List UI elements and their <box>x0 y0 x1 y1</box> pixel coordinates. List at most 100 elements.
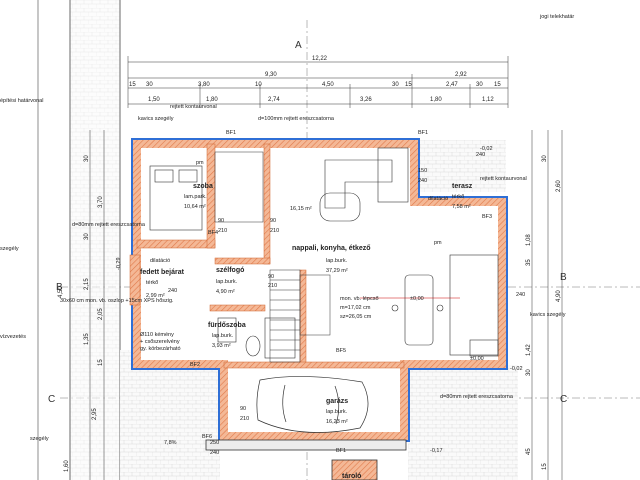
dim-left-8: 15 <box>98 359 104 366</box>
note-pm2: pm <box>434 240 442 246</box>
bottom-elements <box>205 439 407 480</box>
room-tarolo-name: tároló <box>342 473 361 480</box>
note-kemeny-3: gy. körbezárható <box>140 346 181 352</box>
dim-top-8: 2,47 <box>446 82 458 88</box>
room-szoba-floor: lam.park. <box>184 194 207 200</box>
bed <box>149 165 203 231</box>
dim-right-2: 2,60 <box>556 180 562 192</box>
dim-top-10: 15 <box>494 82 501 88</box>
room-szelfogo-floor: lap.burk. <box>216 279 238 285</box>
dim-top-7: 15 <box>405 82 412 88</box>
dim-top-6: 30 <box>392 82 399 88</box>
door-dim-3: 90 <box>270 218 276 224</box>
paving-left <box>120 350 220 480</box>
site-boundary-left <box>37 0 121 480</box>
note-kemeny-2: + csőszerelvény <box>140 339 180 345</box>
room-furdo-area: 3,93 m² <box>212 343 231 349</box>
room-bejarat-area: 2,99 m² <box>146 293 165 299</box>
wardrobe <box>214 151 264 223</box>
paving-right <box>408 365 518 480</box>
room-living-small-area: 16,15 m² <box>290 206 312 212</box>
door-dim-10: 240 <box>516 292 525 298</box>
note-kavics-2: kavics szegély <box>530 312 566 318</box>
dim-top-9: 30 <box>476 82 483 88</box>
dim-left-9: 2,95 <box>92 408 98 420</box>
dim-right-9: 15 <box>542 463 548 470</box>
dim-top-4: 10 <box>255 82 262 88</box>
note-m002b: -0,02 <box>510 366 523 372</box>
dim-right-4: 35 <box>526 259 532 266</box>
room-szelfogo-name: szélfogó <box>216 267 244 274</box>
note-level0b: ±0,00 <box>470 356 484 362</box>
room-garazs-area: 16,23 m² <box>326 419 348 425</box>
room-terasz-area: 7,58 m² <box>452 204 471 210</box>
dim-right-7: 30 <box>526 369 532 376</box>
dim-right-5: 4,90 <box>556 290 562 302</box>
dim-row2-1: 1,50 <box>148 97 160 103</box>
overall-dim: 12,22 <box>312 56 328 62</box>
room-szoba-area: 10,64 m² <box>184 204 206 210</box>
dim-left-7: 1,35 <box>84 333 90 345</box>
dim-left-5: 2,15 <box>84 278 90 290</box>
dim-left-3: 30 <box>84 233 90 240</box>
dim-right-1: 30 <box>542 155 548 162</box>
door-dim-6: 240 <box>418 178 427 184</box>
terrace <box>418 140 506 192</box>
room-szoba-name: szoba <box>193 183 213 190</box>
axis-a-label: A <box>295 40 302 51</box>
dim-top-large-1: 9,30 <box>265 72 277 78</box>
tag-bf2: BF2 <box>190 362 200 368</box>
door-dim-11: 90 <box>240 406 246 412</box>
room-szelfogo-area: 4,90 m² <box>216 289 235 295</box>
stair <box>269 269 331 363</box>
room-nappali-area: 37,29 m² <box>326 268 348 274</box>
note-stair-m: m=17,02 cm <box>340 305 371 311</box>
car <box>256 376 369 433</box>
note-m002: -0,02 <box>480 146 493 152</box>
room-garazs-name: garázs <box>326 398 348 405</box>
left-dimensions <box>89 130 105 480</box>
dim-right-6: 1,42 <box>526 344 532 356</box>
room-garazs-floor: lap.burk. <box>326 409 348 415</box>
door-dim-1: 90 <box>218 218 224 224</box>
note-level0: ±0,00 <box>410 296 424 302</box>
door-dim-15: 240 <box>476 152 485 158</box>
dim-top-3: 3,80 <box>198 82 210 88</box>
note-stair: mon. vb. lépcső <box>340 296 379 302</box>
tag-bf4: BF4 <box>208 230 218 236</box>
room-nappali-name: nappali, konyha, étkező <box>292 245 371 252</box>
door-dim-4: 210 <box>270 228 279 234</box>
room-bejarat-floor: térkő <box>146 280 158 286</box>
axis-b-right: B <box>560 272 567 283</box>
tag-bf1-c: BF1 <box>336 448 346 454</box>
right-dimensions <box>531 130 563 480</box>
axis-c-right: C <box>560 394 567 405</box>
dim-row2-4: 3,26 <box>360 97 372 103</box>
door-dim-5: 150 <box>418 168 427 174</box>
note-rejtett: rejtett kontaurvonal <box>170 104 217 110</box>
door-dim-12: 210 <box>240 416 249 422</box>
note-pm: pm <box>196 160 204 166</box>
dim-top-1: 15 <box>129 82 136 88</box>
note-m029: -0,29 <box>116 257 122 270</box>
door-dim-8: 210 <box>268 283 277 289</box>
dim-row2-2: 1,80 <box>206 97 218 103</box>
dim-left-10: 1,60 <box>64 460 70 472</box>
dim-top-5: 4,50 <box>322 82 334 88</box>
bldg-boundary-label: építési határvonal <box>0 98 43 104</box>
note-stair-sz: sz=26,05 cm <box>340 314 372 320</box>
tag-bf6: BF6 <box>202 434 212 440</box>
dim-row2-6: 1,12 <box>482 97 494 103</box>
note-d80b: d=80mm rejtett ereszcsatorna <box>440 394 514 400</box>
door-dim-7: 90 <box>268 274 274 280</box>
dim-right-3: 1,08 <box>526 234 532 246</box>
axis-c-left: C <box>48 394 55 405</box>
room-bejarat-name: fedett bejárat <box>140 269 185 276</box>
note-pillar: 30x60 cm mon. vb. oszlop +15cm XPS hőszi… <box>60 298 174 304</box>
note-d80: d=80mm rejtett ereszcsatorna <box>72 222 146 228</box>
tag-bf5: BF5 <box>336 348 346 354</box>
room-nappali-floor: lap.burk. <box>326 258 348 264</box>
interior-walls <box>129 143 405 369</box>
note-d100: d=100mm rejtett ereszcsatorna <box>258 116 335 122</box>
